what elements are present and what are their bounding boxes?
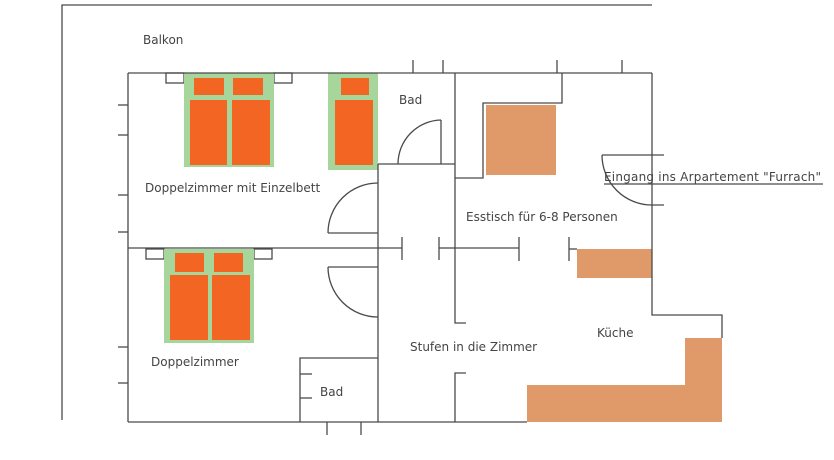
mattress <box>335 100 373 165</box>
balcony-outline <box>61 4 652 420</box>
pillow <box>194 78 224 95</box>
dining-table <box>486 105 556 175</box>
mattress <box>212 275 250 340</box>
sideboard <box>577 249 652 278</box>
label-stairs: Stufen in die Zimmer <box>410 340 537 354</box>
bed-double-with-single-room <box>165 72 293 167</box>
nightstand <box>273 72 293 84</box>
door-room-double-single[interactable] <box>327 182 379 234</box>
label-bath-bottom: Bad <box>320 385 343 399</box>
label-kitchen: Küche <box>597 326 633 340</box>
pillow <box>214 253 243 272</box>
label-dining: Esstisch für 6-8 Personen <box>466 210 618 224</box>
bed-double-room <box>145 248 273 343</box>
single-bed <box>328 73 378 170</box>
pillow <box>233 78 263 95</box>
nightstand <box>253 248 273 260</box>
label-balcony: Balkon <box>143 33 183 47</box>
door-room-double[interactable] <box>327 266 379 318</box>
door-bath-top[interactable] <box>397 119 442 165</box>
mattress <box>232 100 270 165</box>
nightstand <box>165 72 185 84</box>
nightstand <box>145 248 165 260</box>
label-room-double-single: Doppelzimmer mit Einzelbett <box>145 181 320 195</box>
pillow <box>175 253 204 272</box>
label-bath-top: Bad <box>399 93 422 107</box>
mattress <box>170 275 208 340</box>
mattress <box>190 100 227 165</box>
label-room-double: Doppelzimmer <box>151 355 239 369</box>
kitchen-counter-side <box>685 338 722 422</box>
label-entrance: Eingang ins Arpartement "Furrach" <box>604 170 821 184</box>
walls <box>118 60 723 435</box>
entrance-door[interactable] <box>601 154 664 206</box>
pillow <box>341 78 369 95</box>
